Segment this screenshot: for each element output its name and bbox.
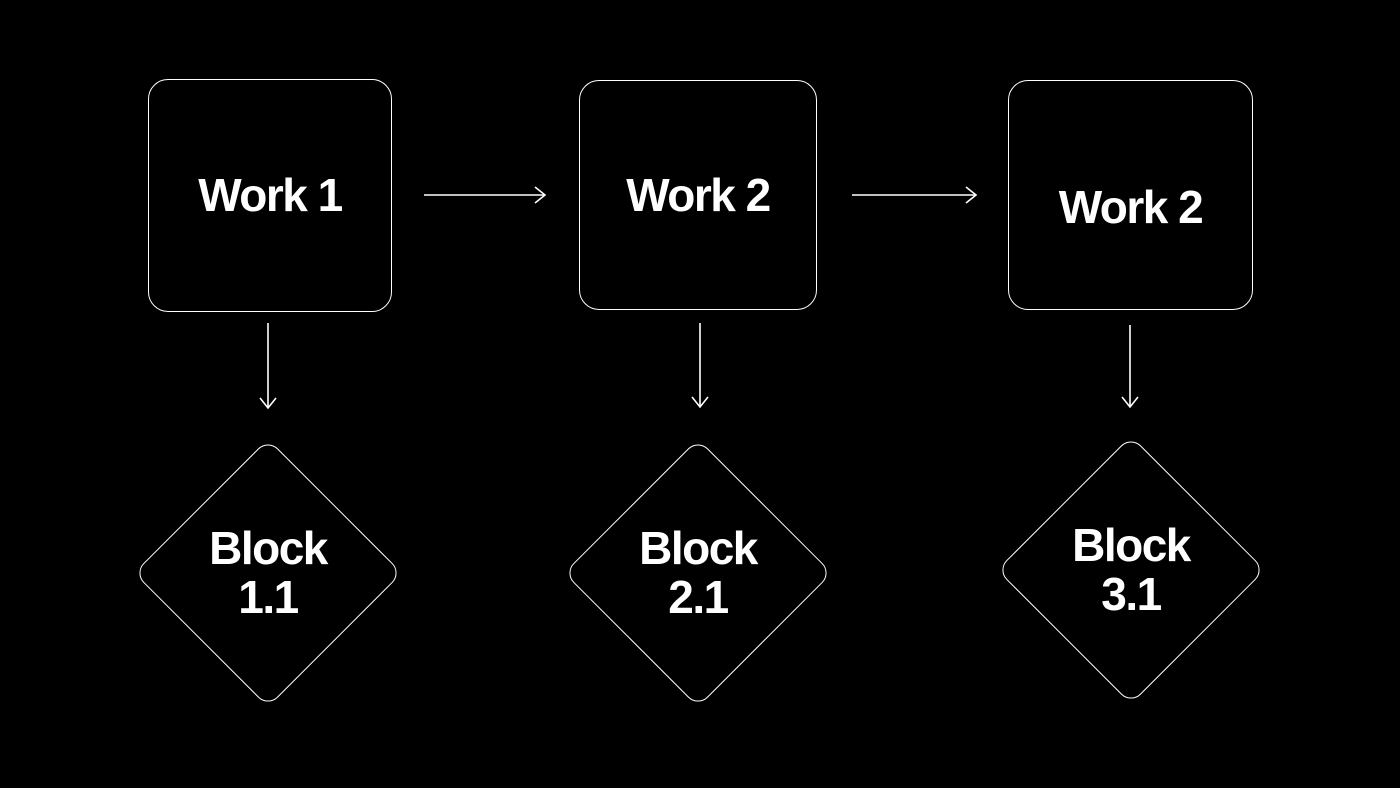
- work-node-1-label: Work 1: [198, 169, 343, 222]
- block-node-1-1: Block 1.1: [133, 438, 403, 708]
- right-arrow-work1-to-work2: [424, 186, 547, 204]
- right-arrow-work2-to-work3: [852, 186, 978, 204]
- block-node-3-1-label: Block 3.1: [1072, 519, 1191, 620]
- block-node-2-1-label: Block 2.1: [639, 522, 758, 623]
- block-node-2-1: Block 2.1: [563, 438, 833, 708]
- work-node-2-label: Work 2: [626, 168, 771, 221]
- down-arrow-work1-to-block1-1: [259, 323, 277, 410]
- work-node-2: Work 2: [579, 80, 817, 310]
- down-arrow-work3-to-block3-1: [1121, 325, 1139, 409]
- block-node-3-1: Block 3.1: [996, 435, 1266, 705]
- block-node-1-1-label: Block 1.1: [209, 522, 328, 623]
- work-node-3-label: Work 2: [1058, 180, 1204, 233]
- work-node-1: Work 1: [148, 79, 392, 312]
- work-node-3: Work 2: [1008, 80, 1253, 310]
- down-arrow-work2-to-block2-1: [691, 323, 709, 409]
